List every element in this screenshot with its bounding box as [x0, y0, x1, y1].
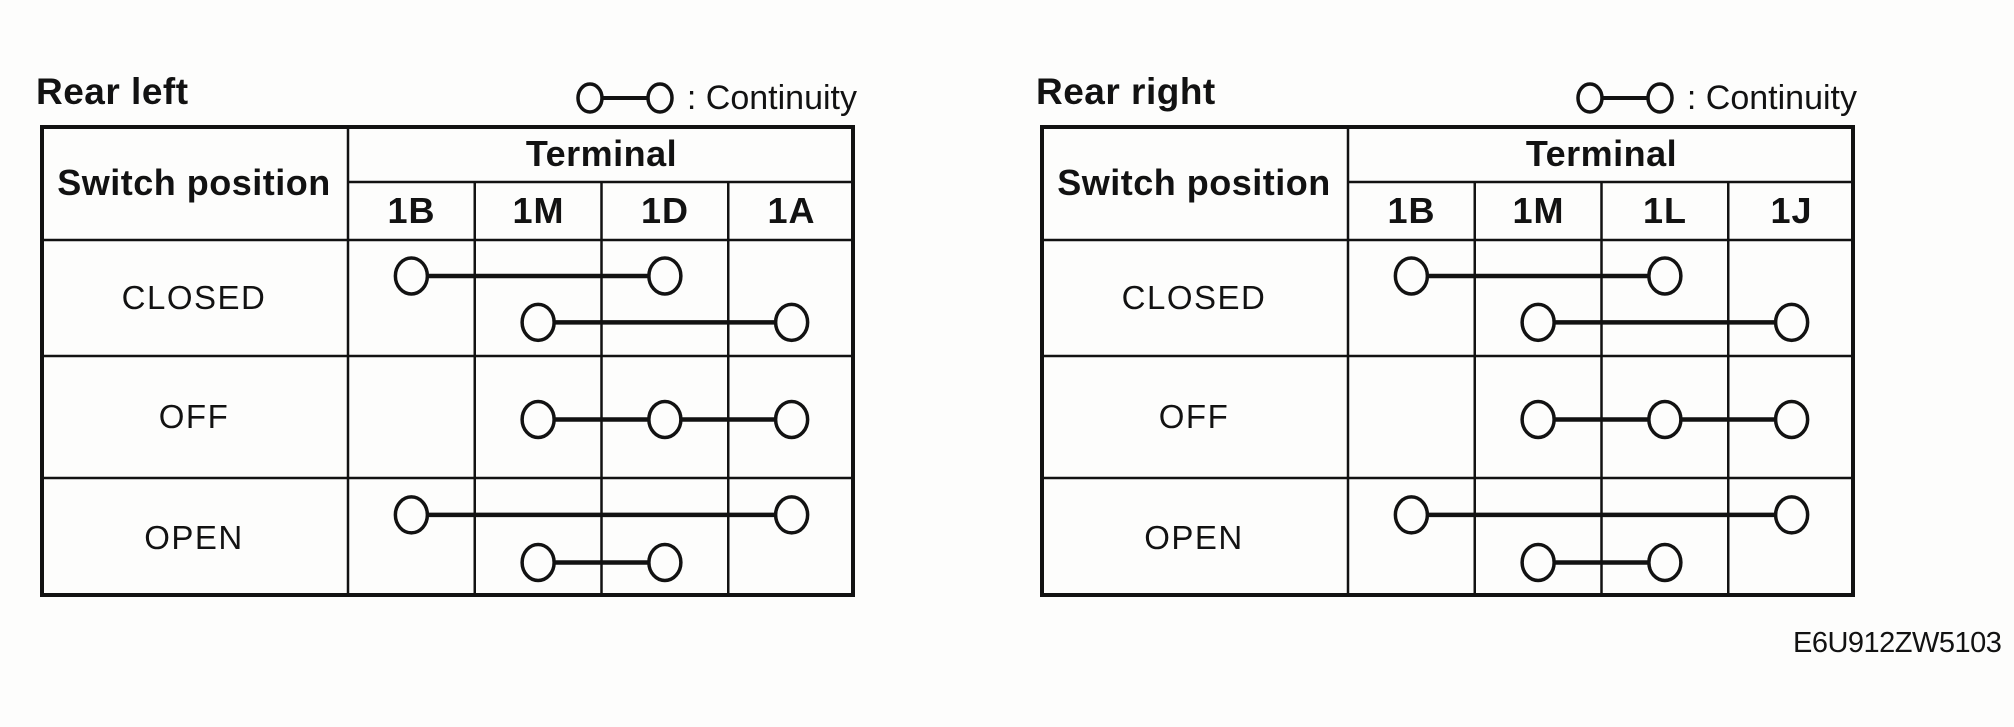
continuity-table-rear-right: Rear right : Continuity Switch position …	[1036, 73, 1857, 597]
legend-label: : Continuity	[1686, 79, 1857, 117]
switch-position-header: Switch position	[1057, 161, 1331, 203]
row-label-off: OFF	[158, 398, 230, 435]
continuity-grid	[1040, 125, 1855, 597]
terminal-label-1a: 1A	[767, 190, 816, 231]
continuity-legend: : Continuity	[573, 77, 857, 119]
continuity-link-icon	[576, 82, 674, 114]
switch-continuity-table: Switch position Terminal 1B 1M 1D 1A CLO…	[40, 125, 855, 597]
continuity-table-rear-left: Rear left : Continuity Switch position T…	[36, 73, 857, 597]
figure-code: E6U912ZW5103	[1793, 627, 2002, 659]
terminal-label-1b: 1B	[387, 190, 436, 231]
switch-position-header: Switch position	[57, 161, 331, 203]
terminal-label-1m: 1M	[1512, 190, 1565, 231]
panel-title: Rear right	[1036, 71, 1216, 112]
terminal-header: Terminal	[525, 132, 678, 174]
row-label-open: OPEN	[144, 518, 244, 556]
continuity-legend: : Continuity	[1573, 77, 1857, 119]
row-label-closed: CLOSED	[121, 279, 267, 316]
terminal-label-1b: 1B	[1387, 190, 1436, 231]
panel-title: Rear left	[36, 71, 189, 112]
terminal-header: Terminal	[1525, 132, 1678, 174]
terminal-label-1m: 1M	[512, 190, 565, 231]
row-label-closed: CLOSED	[1121, 279, 1267, 316]
continuity-grid	[40, 125, 855, 597]
terminal-label-1d: 1D	[640, 190, 690, 231]
terminal-label-1l: 1L	[1642, 190, 1687, 231]
legend-label: : Continuity	[686, 79, 857, 117]
terminal-label-1j: 1J	[1770, 190, 1813, 231]
row-label-open: OPEN	[1144, 518, 1244, 556]
continuity-link-icon	[1576, 82, 1674, 114]
switch-continuity-table: Switch position Terminal 1B 1M 1L 1J CLO…	[1040, 125, 1855, 597]
row-label-off: OFF	[1158, 398, 1230, 435]
